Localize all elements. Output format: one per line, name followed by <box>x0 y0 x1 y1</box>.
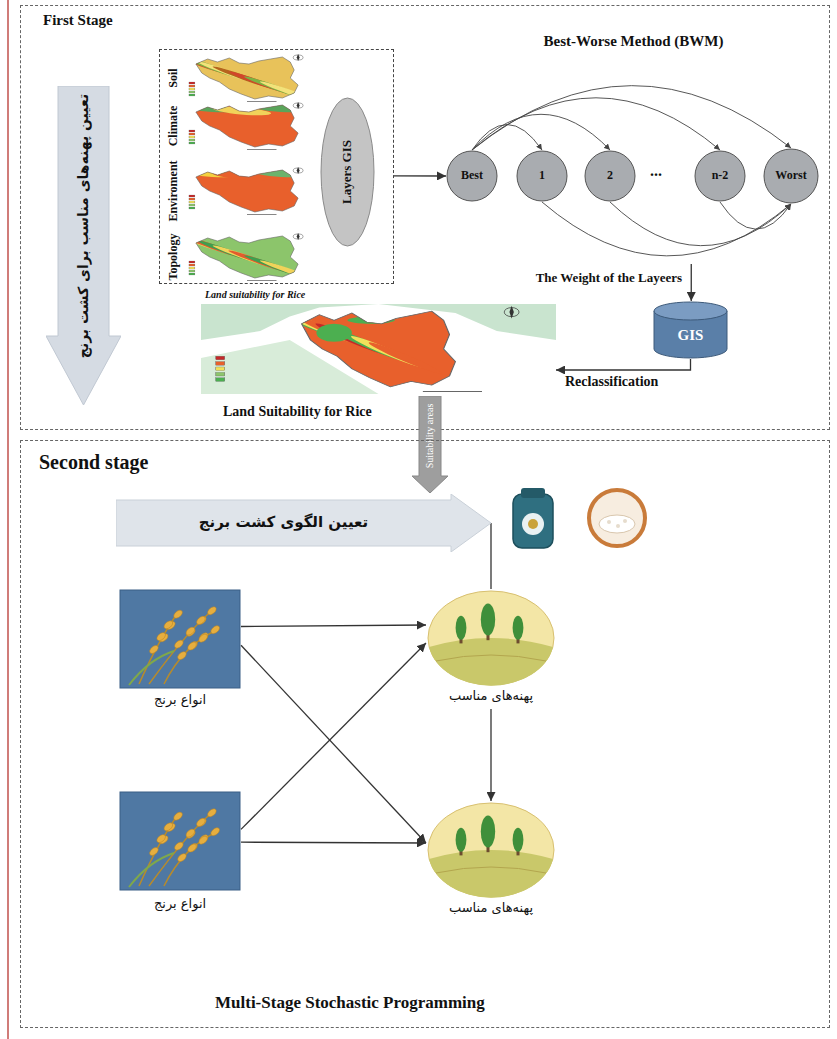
circle-label: 1 <box>539 169 545 183</box>
layer-map-holder <box>188 101 306 155</box>
stage-panel: Second stage تعیین الگوی کشت برنج انواع بر… <box>20 440 830 1028</box>
text-holder: Best <box>446 150 498 202</box>
layer-map-holder <box>188 53 306 107</box>
layer-map-holder <box>188 232 306 286</box>
ellipse-label: Layers GIS <box>340 140 355 204</box>
map-figure <box>188 232 306 282</box>
layer-name: Enviroment <box>167 160 181 221</box>
criterion-circle: Worst <box>763 148 819 204</box>
field-illustration <box>426 589 556 687</box>
ellipsis-mark: ... <box>650 162 662 180</box>
suitable-area: پهنه‌های مناسب <box>426 801 556 921</box>
map-figure <box>188 101 306 151</box>
stage-title: First Stage <box>43 12 113 29</box>
gis-database: GIS <box>653 301 728 359</box>
method-title: Best-Worse Method (BWM) <box>441 33 826 50</box>
database-label: GIS <box>678 327 704 344</box>
connector <box>556 359 691 370</box>
circle-label: Worst <box>775 169 806 183</box>
criterion-circle: 1 <box>516 150 568 202</box>
connector <box>490 523 491 589</box>
rice-variety: انواع برنج <box>119 791 241 919</box>
connector <box>490 709 491 801</box>
connector <box>241 625 426 627</box>
connector <box>241 645 426 843</box>
shape-art <box>201 289 556 424</box>
text-holder: 2 <box>584 150 636 202</box>
connector <box>472 125 542 151</box>
criterion-circle: 2 <box>584 150 636 202</box>
map-figure <box>201 304 556 394</box>
connector <box>241 842 426 844</box>
text-holder: 1 <box>516 150 568 202</box>
layer-name: Topology <box>167 234 181 281</box>
circle-label: n-2 <box>712 169 729 183</box>
layer-name: Climate <box>167 106 181 147</box>
connector <box>542 202 791 256</box>
connector <box>610 202 791 246</box>
connector <box>720 202 791 229</box>
connector <box>472 86 791 150</box>
stage-label: تعیین الگوی کشت برنج <box>199 514 368 531</box>
text-holder: GIS <box>653 307 728 365</box>
stage-title: Second stage <box>39 451 148 474</box>
stage-arrow: تعیین پهنه‌های مناسب برای کشت برنج <box>46 86 121 406</box>
connector <box>691 264 692 301</box>
suitable-area: پهنه‌های مناسب <box>426 589 556 709</box>
gis-layers-box: SoilClimateEnviromentTopology Layers GIS <box>159 49 394 284</box>
rice-variety: انواع برنج <box>119 589 241 714</box>
connector <box>394 175 446 176</box>
layer-map-holder <box>188 166 306 220</box>
connector-label: Reclassification <box>563 374 660 390</box>
margin-line <box>0 0 20 1039</box>
connector-label: The Weight of the Layeers <box>534 270 684 286</box>
text-holder: n-2 <box>694 150 746 202</box>
map-title: Land suitability for Rice <box>205 289 305 301</box>
criterion-circle: n-2 <box>694 150 746 202</box>
rice-product-icons <box>505 484 655 554</box>
connector <box>241 643 426 829</box>
rice-illustration <box>119 589 241 689</box>
text-holder: Worst <box>763 148 819 204</box>
suitability-map: Land suitability for RiceLand Suitabilit… <box>201 289 556 424</box>
method-caption: Multi-Stage Stochastic Programming <box>215 993 485 1013</box>
arrow-label: Suitability areas <box>424 404 436 469</box>
variety-label: انواع برنج <box>119 897 241 912</box>
rice-illustration <box>119 791 241 891</box>
map-holder <box>201 304 556 398</box>
layers-ellipse: Layers GIS <box>320 97 375 247</box>
flow-arrow: Suitability areas <box>412 396 448 493</box>
connector <box>472 114 610 150</box>
map-figure <box>188 53 306 103</box>
text-holder: تعیین الگوی کشت برنج <box>116 494 451 552</box>
map-figure <box>188 166 306 216</box>
area-label: پهنه‌های مناسب <box>426 901 556 916</box>
field-illustration <box>426 801 556 899</box>
layer-name: Soil <box>167 68 181 87</box>
stage-panel: First Stage تعیین پهنه‌های مناسب برای کشت… <box>20 5 830 430</box>
variety-label: انواع برنج <box>119 693 241 708</box>
stage-arrow: تعیین الگوی کشت برنج <box>116 494 491 552</box>
area-label: پهنه‌های مناسب <box>426 689 556 704</box>
criterion-circle: Best <box>446 150 498 202</box>
circle-label: Best <box>461 169 483 183</box>
bwm-group: Best-Worse Method (BWM) Best 1 2 n-2 Worst <box>441 29 826 264</box>
stage-label: تعیین پهنه‌های مناسب برای کشت برنج <box>75 94 91 358</box>
circle-label: 2 <box>607 169 613 183</box>
map-caption: Land Suitability for Rice <box>223 404 372 420</box>
